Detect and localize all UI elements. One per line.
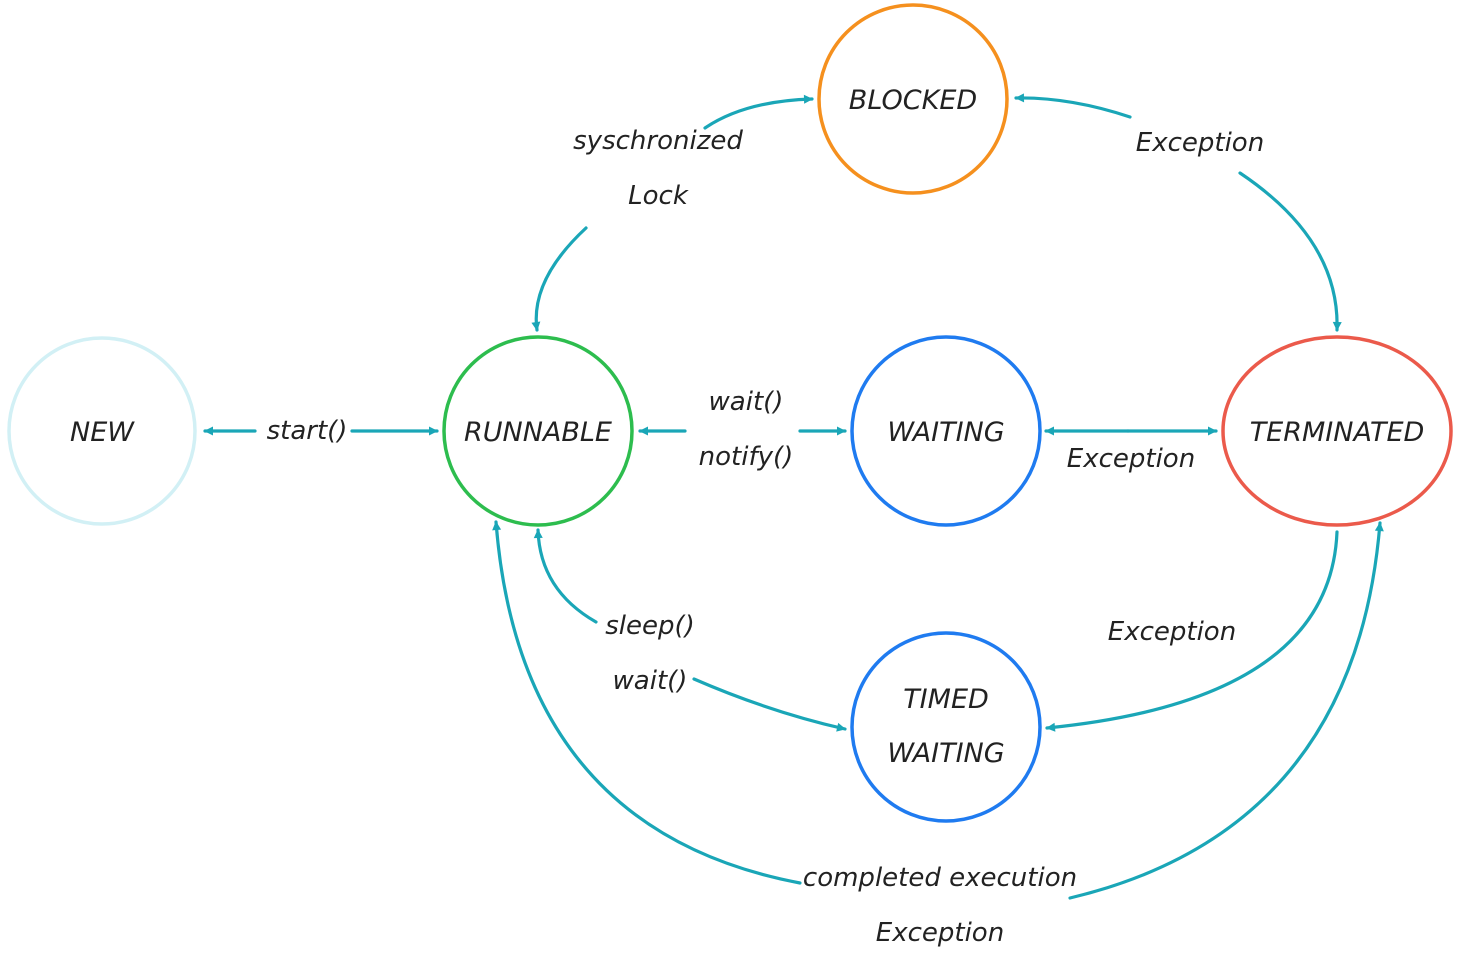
label-start: start() bbox=[267, 416, 348, 446]
state-runnable-label: RUNNABLE bbox=[464, 417, 612, 448]
state-terminated: TERMINATED bbox=[1221, 335, 1453, 527]
edge-wait-to-timed bbox=[692, 677, 847, 732]
edge-sleep-to-runnable bbox=[533, 528, 598, 624]
label-notify: notify() bbox=[699, 442, 794, 472]
state-blocked: BLOCKED bbox=[817, 3, 1009, 195]
state-timed-waiting-label-line1: TIMED bbox=[903, 684, 989, 715]
state-new-label: NEW bbox=[70, 417, 135, 448]
label-lock: Lock bbox=[628, 181, 689, 211]
label-waiting-exception: Exception bbox=[1067, 444, 1195, 474]
edge-exception-to-timed bbox=[1045, 530, 1339, 732]
state-blocked-label: BLOCKED bbox=[849, 85, 977, 116]
state-waiting: WAITING bbox=[850, 335, 1042, 527]
edge-completed-to-terminated bbox=[1068, 521, 1384, 900]
label-wait: wait() bbox=[709, 387, 784, 417]
state-timed-waiting: TIMED WAITING bbox=[850, 631, 1042, 823]
label-sleep: sleep() bbox=[605, 611, 695, 641]
edge-exception-to-blocked bbox=[1014, 93, 1132, 119]
state-waiting-label: WAITING bbox=[887, 417, 1004, 448]
edge-sync-to-blocked bbox=[703, 94, 814, 130]
state-terminated-label: TERMINATED bbox=[1250, 417, 1425, 448]
label-synchronized: syschronized bbox=[573, 126, 743, 156]
edge-completed-to-runnable bbox=[492, 520, 802, 885]
label-timed-exception: Exception bbox=[1108, 617, 1236, 647]
label-completed-execution: completed execution bbox=[803, 863, 1077, 893]
state-runnable: RUNNABLE bbox=[442, 335, 634, 527]
state-timed-waiting-label-line2: WAITING bbox=[887, 738, 1004, 769]
state-new: NEW bbox=[7, 336, 197, 526]
label-blocked-exception: Exception bbox=[1136, 128, 1264, 158]
label-completed-exception: Exception bbox=[876, 918, 1004, 948]
edge-exception-to-terminated-top bbox=[1238, 171, 1342, 332]
edge-lock-to-runnable bbox=[531, 226, 588, 332]
label-timed-wait: wait() bbox=[613, 666, 688, 696]
